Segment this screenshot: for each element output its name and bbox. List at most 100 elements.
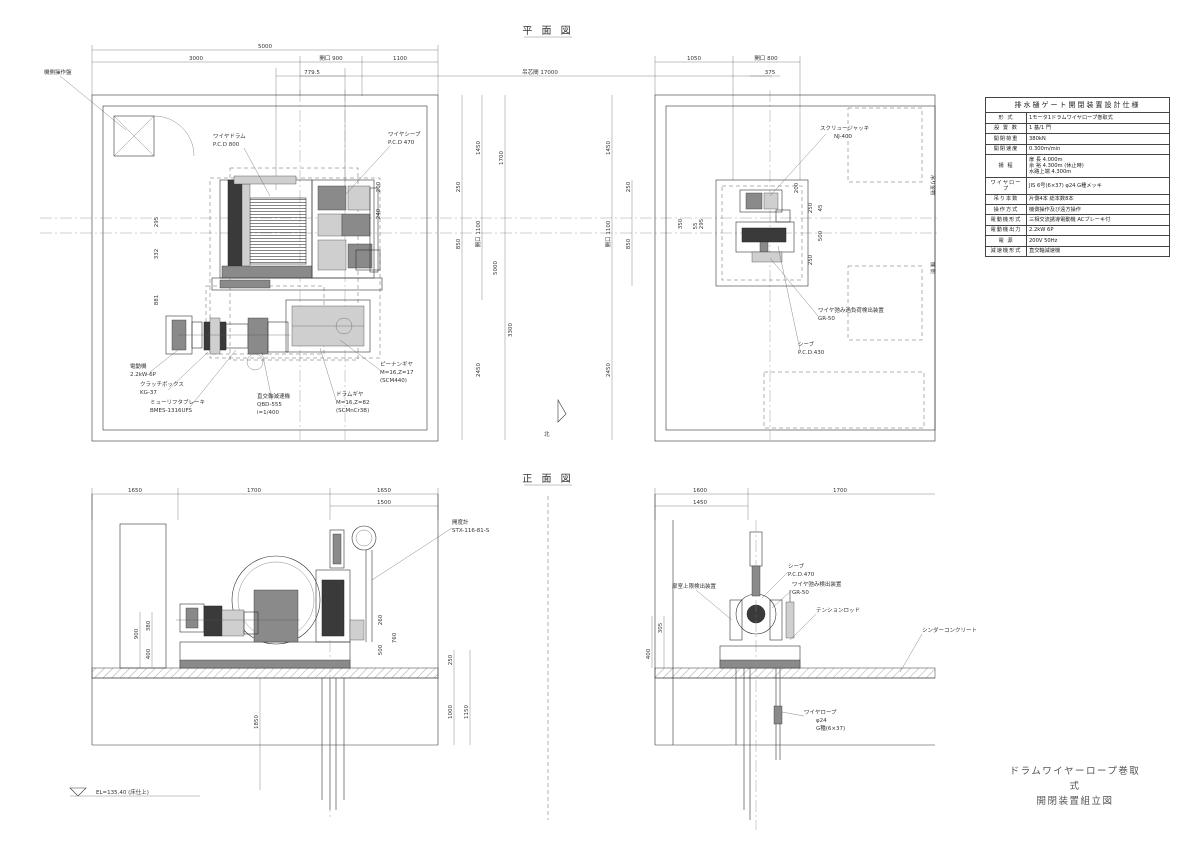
label-wire-detector-f: ワイヤ弛み検出装置 [792, 580, 842, 588]
dim-v2450: 2450 [476, 363, 482, 377]
label-sheave: シーブ [798, 340, 815, 348]
spec-value: 2.2kW 6P [1026, 224, 1170, 237]
label-pinion: ピーナンギヤ [380, 361, 414, 368]
label-inspection-door: 機側操作盤 [44, 68, 72, 76]
dim-f1700: 1700 [247, 488, 261, 494]
label-motor-spec: 2.2kW-6P [130, 372, 157, 378]
label-sheave-pcd: P.C.D.430 [798, 350, 825, 356]
label-pinion-spec2: (SCM440) [380, 378, 407, 384]
dim-r250b: 250 [808, 202, 814, 213]
dim-v250: 250 [456, 181, 462, 192]
dim-r250: 250 [626, 181, 632, 192]
dim-f1500: 1500 [377, 500, 391, 506]
label-screw-jack-spec: NJ-400 [834, 134, 853, 140]
spec-key: 電動機出力 [985, 224, 1027, 237]
spec-value: 380kN [1026, 133, 1170, 145]
dim-plan-right: 1100 [393, 56, 407, 62]
label-side-mark2: 機 側 [929, 262, 936, 274]
label-wire-detector: ワイヤ弛み過負荷検出装置 [818, 306, 884, 314]
plan-view-title: 平 面 図 [522, 25, 573, 37]
spec-value: JIS 6号(6×37) φ24 G種メッキ [1026, 176, 1170, 195]
dim-g1600: 1600 [693, 488, 707, 494]
label-north: 北 [544, 430, 550, 438]
label-motor: 電動機 [130, 362, 147, 370]
label-reducer-spec1: QBD-555 [257, 402, 282, 408]
dim-f760: 760 [392, 632, 398, 643]
dim-r500: 500 [818, 230, 824, 241]
spec-key: 開閉速度 [985, 143, 1027, 156]
label-wire-rope-d: φ24 [816, 718, 827, 724]
label-wire-rope-spec: G種(6×37) [816, 724, 845, 732]
dim-f1000: 1000 [448, 705, 454, 719]
spec-table-title: 排水樋ゲート開閉装置設計仕様 [985, 96, 1170, 114]
spec-row: 減速機形式直交軸減速機 [985, 245, 1170, 258]
dim-r1450: 1450 [606, 141, 612, 155]
dim-plan-r-open: 開口 800 [754, 55, 778, 62]
dim-f1150: 1150 [464, 705, 470, 719]
spec-key: 電 源 [985, 235, 1027, 247]
title-block: ドラムワイヤーロープ巻取式 開閉装置組立図 [1005, 764, 1145, 809]
label-side-mark1: 吊り金物 [929, 175, 936, 195]
dim-f400: 400 [146, 648, 152, 659]
spec-value: 機側操作及び遠方操作 [1026, 204, 1170, 216]
spec-value: 1モータ1ドラムワイヤロープ巻取式 [1026, 112, 1170, 124]
spec-value: 片側4本 総本数8本 [1026, 193, 1170, 206]
dim-v850: 850 [456, 238, 462, 249]
front-view-right: 1600 1700 1450 400 305 扉室上限検出装置 シーブ P. [646, 488, 977, 830]
spec-value: 三相交流誘導電動機 ACブレーキ付 [1026, 214, 1170, 226]
label-el: EL=135.40 (床仕上) [96, 788, 149, 796]
label-wire-drum-pcd: P.C.D 800 [213, 142, 240, 148]
label-wire-sheave: ワイヤシーブ [388, 130, 421, 138]
dim-r1100: 開口 1100 [605, 220, 612, 247]
dim-g1700: 1700 [833, 488, 847, 494]
spec-value: 0.300m/min [1026, 143, 1170, 156]
spec-key: 開閉荷重 [985, 133, 1027, 145]
dim-g400: 400 [646, 648, 652, 659]
label-drum-gear: ドラムギヤ [336, 391, 364, 398]
label-brake-spec: BMES-1316UFS [150, 408, 193, 414]
dim-r850: 850 [626, 238, 632, 249]
dim-f1850: 1850 [254, 715, 260, 729]
spec-row: 操作方式機側操作及び遠方操作 [985, 204, 1170, 216]
label-reducer: 直交軸減速機 [257, 392, 291, 400]
label-wire-sheave-pcd: P.C.D 470 [388, 140, 415, 146]
dim-f1650a: 1650 [128, 488, 142, 494]
dim-f380: 380 [146, 620, 152, 631]
label-wire-detector-f-spec: GR-50 [792, 590, 809, 596]
plan-view-left: 5000 3000 開口 900 1100 779.5 吊芯間 17000 機側… [40, 44, 940, 442]
label-sheave-f-pcd: P.C.D.470 [788, 572, 815, 578]
label-gate-detector: 扉室上限検出装置 [672, 582, 717, 590]
spec-key: 設 置 数 [985, 122, 1027, 135]
label-pinion-spec1: M=16,Z=17 [380, 370, 414, 376]
dim-plan-7795: 779.5 [304, 70, 320, 76]
spec-key: 吊り本数 [985, 193, 1027, 206]
label-depth-gauge: 開度計 [452, 518, 469, 526]
title-line-2: 開閉装置組立図 [1036, 796, 1114, 807]
label-sheave-f: シーブ [788, 562, 805, 570]
dim-span: 吊芯間 17000 [522, 68, 558, 76]
spec-key: 揚 程 [985, 154, 1027, 178]
label-cinder-concrete: シンダーコンクリート [922, 626, 977, 634]
spec-key: 形 式 [985, 112, 1027, 124]
spec-value: 直交軸減速機 [1026, 245, 1170, 258]
label-brake: ミューリフタブレーキ [150, 398, 205, 406]
dim-r350: 350 [678, 218, 684, 229]
dim-v240: 240 [376, 208, 382, 219]
label-drum-gear-spec2: (SCMnCr3B) [336, 408, 369, 414]
label-screw-jack: スクリュージャッキ [820, 125, 869, 132]
dim-v332: 332 [154, 249, 160, 260]
dim-v5000: 5000 [493, 261, 499, 275]
dim-plan-total: 5000 [258, 44, 272, 50]
label-clutch: クラッチボックス [140, 380, 184, 388]
dim-plan-left: 3000 [189, 56, 203, 62]
label-wire-rope: ワイヤロープ [804, 709, 837, 716]
label-wire-detector-spec: GR-50 [818, 316, 835, 322]
